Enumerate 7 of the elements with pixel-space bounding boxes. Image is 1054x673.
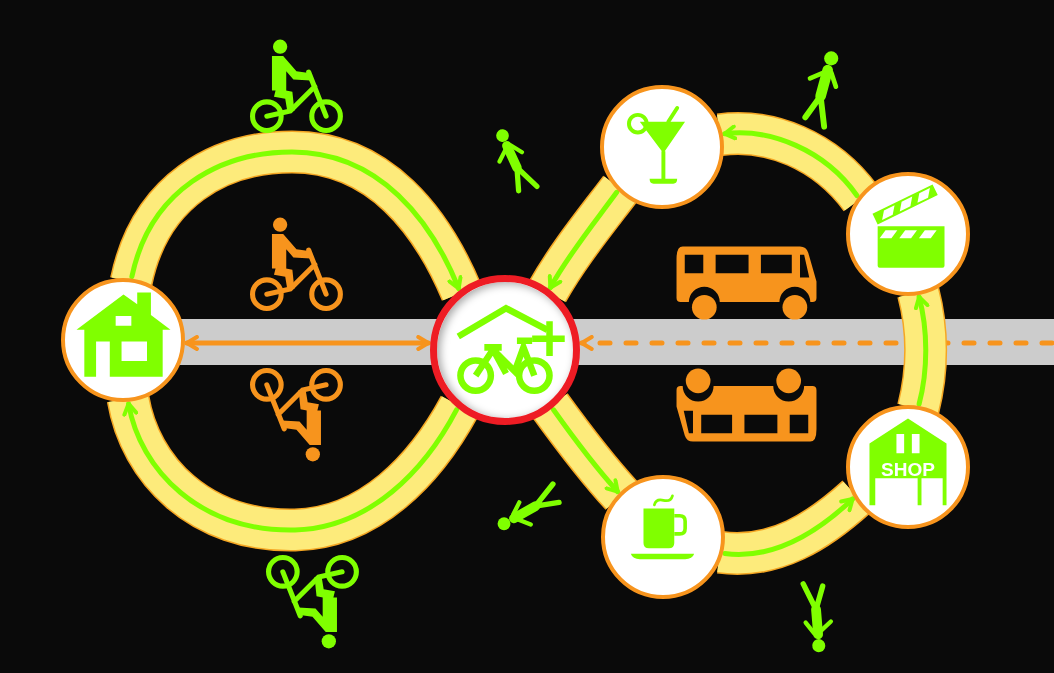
track-arrow [110,130,482,302]
dashed-arrow [579,335,1054,351]
shop-sign-text: SHOP [880,459,936,480]
track-arrow [528,175,638,303]
track-arrow [532,393,638,510]
track-arrow [107,394,479,552]
double-arrow [184,335,431,351]
